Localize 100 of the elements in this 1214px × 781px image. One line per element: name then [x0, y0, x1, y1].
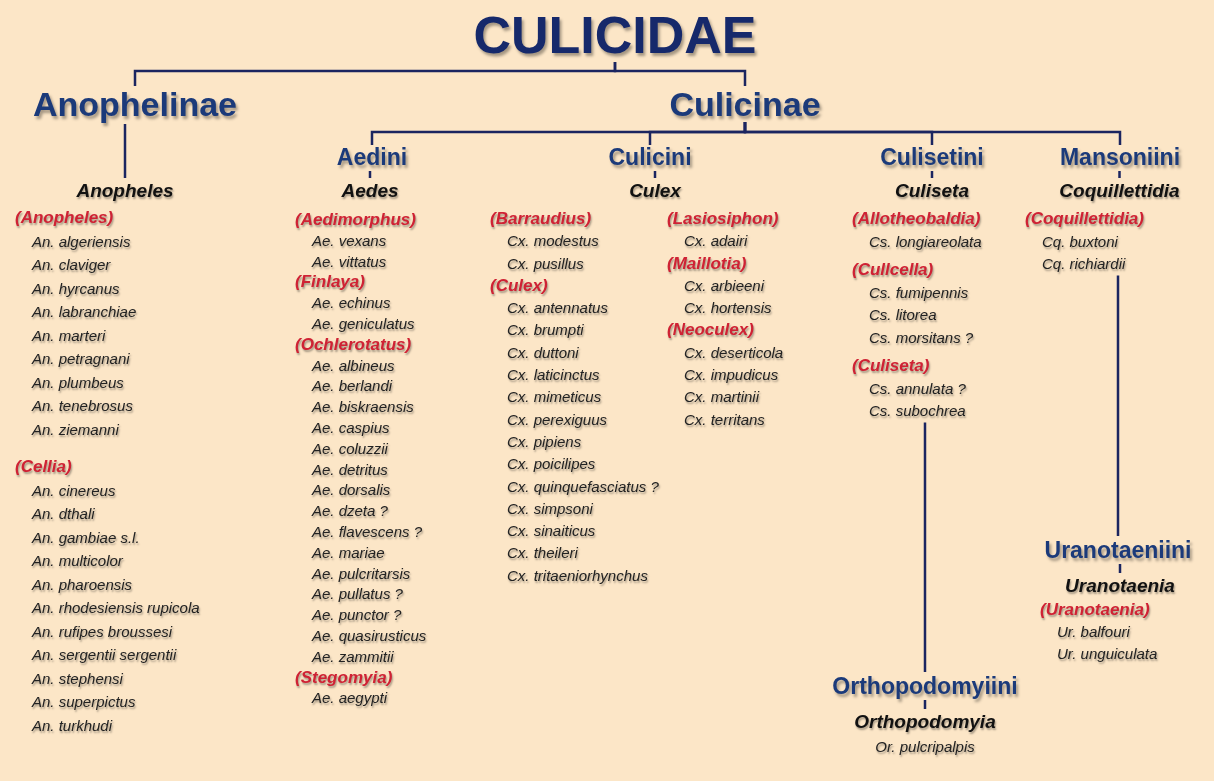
- species-name: Cx. impudicus: [684, 365, 779, 386]
- tree-connector: [923, 422, 927, 672]
- tree-connector: [743, 122, 1122, 145]
- tree-connector: [1118, 564, 1122, 573]
- species-name: An. stephensi: [32, 668, 123, 689]
- species-name: Cq. buxtoni: [1042, 231, 1118, 252]
- species-name: Ae. caspius: [312, 417, 390, 438]
- species-name: Ae. geniculatus: [312, 314, 415, 334]
- genus-name: Uranotaenia: [1065, 574, 1175, 598]
- species-name: Cx. tritaeniorhynchus: [507, 565, 648, 586]
- species-name: An. superpictus: [32, 692, 136, 712]
- species-name: Cq. richiardii: [1042, 254, 1126, 274]
- species-name: Ae. coluzzii: [312, 438, 388, 459]
- species-name: Cs. longiareolata: [869, 231, 982, 252]
- species-name: An. claviger: [32, 255, 111, 275]
- species-name: Cs. fumipennis: [869, 282, 969, 303]
- species-name: Cx. pusillus: [507, 253, 584, 274]
- species-name: An. marteri: [32, 325, 106, 346]
- subgenus-name: (Uranotaenia): [1040, 599, 1150, 621]
- tree-connector: [930, 171, 934, 178]
- tree-connector: [123, 124, 127, 178]
- species-name: Cx. brumpti: [507, 320, 584, 341]
- genus-name: Culex: [629, 179, 681, 203]
- tribe-name: Culicini: [608, 143, 692, 171]
- genus-name: Aedes: [341, 179, 399, 203]
- species-name: Ae. mariae: [312, 542, 385, 563]
- species-name: Cx. duttoni: [507, 342, 579, 363]
- species-name: Ur. balfouri: [1057, 622, 1130, 642]
- species-name: Ur. unguiculata: [1057, 644, 1158, 664]
- species-name: Cx. simpsoni: [507, 498, 593, 519]
- subgenus-name: (Finlaya): [295, 272, 365, 294]
- subgenus-name: (Stegomyia): [295, 667, 393, 689]
- subgenus-name: (Coquillettidia): [1025, 208, 1144, 230]
- species-name: Ae. zammitii: [312, 646, 394, 667]
- species-name: Cx. poicilipes: [507, 454, 596, 475]
- species-name: Cx. quinquefasciatus ?: [507, 476, 659, 497]
- genus-name: Anopheles: [76, 179, 174, 203]
- species-name: An. plumbeus: [32, 372, 124, 393]
- species-name: Ae. pulcritarsis: [312, 563, 411, 584]
- subgenus-name: (Cellia): [15, 456, 72, 478]
- species-name: Cx. sinaiticus: [507, 521, 596, 542]
- genus-name: Orthopodomyia: [854, 710, 996, 734]
- species-name: Cs. subochrea: [869, 401, 966, 421]
- subfamily-name: Anophelinae: [33, 84, 237, 124]
- species-name: An. dthali: [32, 504, 95, 524]
- species-name: Ae. aegypti: [312, 688, 388, 709]
- species-name: Cs. annulata ?: [869, 378, 966, 399]
- species-name: Cs. litorea: [869, 305, 937, 325]
- species-name: Or. pulcripalpis: [875, 737, 975, 757]
- subgenus-name: (Culex): [490, 274, 548, 297]
- tree-connector: [1118, 171, 1121, 178]
- genus-name: Coquillettidia: [1059, 179, 1180, 203]
- species-name: Cx. martinii: [684, 387, 759, 408]
- species-name: Cx. laticinctus: [507, 365, 600, 386]
- species-name: Ae. pullatus ?: [312, 584, 403, 605]
- species-name: Cs. morsitans ?: [869, 327, 974, 348]
- subgenus-name: (Neoculex): [667, 319, 754, 342]
- tree-connector: [923, 700, 927, 709]
- species-name: An. labranchiae: [32, 302, 137, 322]
- species-name: Cx. hortensis: [684, 298, 772, 319]
- species-name: Ae. quasirusticus: [312, 625, 427, 646]
- species-name: Ae. punctor ?: [312, 605, 402, 626]
- species-name: Cx. theileri: [507, 543, 578, 564]
- species-name: Ae. vexans: [312, 230, 387, 251]
- subgenus-name: (Cullcella): [852, 259, 934, 281]
- species-name: Cx. perexiguus: [507, 409, 608, 430]
- species-name: Ae. flavescens ?: [312, 521, 423, 542]
- species-name: An. pharoensis: [32, 574, 133, 595]
- species-name: Ae. dorsalis: [312, 480, 391, 501]
- species-name: Cx. antennatus: [507, 298, 608, 319]
- tree-connector: [653, 171, 657, 178]
- subgenus-name: (Aedimorphus): [295, 210, 416, 231]
- species-name: An. tenebrosus: [32, 396, 133, 416]
- species-name: An. gambiae s.l.: [32, 527, 140, 548]
- species-name: Cx. territans: [684, 409, 765, 430]
- tree-connector: [613, 62, 747, 86]
- species-name: Ae. biskraensis: [312, 397, 414, 418]
- species-name: An. turkhudi: [32, 715, 113, 736]
- species-name: Ae. echinus: [312, 293, 391, 314]
- tribe-name: Mansoniini: [1059, 143, 1181, 171]
- species-name: Cx. arbieeni: [684, 275, 765, 296]
- species-name: Ae. vittatus: [312, 251, 387, 272]
- species-name: Cx. mimeticus: [507, 387, 602, 408]
- genus-name: Culiseta: [895, 179, 969, 203]
- subgenus-name: (Ochlerotatus): [295, 334, 412, 356]
- species-name: An. sergentii sergentii: [32, 645, 177, 665]
- species-name: An. cinereus: [32, 480, 116, 501]
- species-name: An. rhodesiensis rupicola: [32, 598, 200, 618]
- subgenus-name: (Anopheles): [15, 207, 114, 229]
- subgenus-name: (Culiseta): [852, 355, 930, 377]
- subgenus-name: (Lasiosiphon): [667, 208, 779, 230]
- tree-connector: [1116, 275, 1120, 536]
- subgenus-name: (Maillotia): [667, 252, 747, 275]
- species-name: An. ziemanni: [32, 419, 119, 440]
- species-name: Cx. adairi: [684, 231, 748, 252]
- tribe-name: Aedini: [336, 143, 408, 171]
- species-name: Ae. detritus: [312, 459, 388, 480]
- family-name: CULICIDAE: [473, 6, 757, 64]
- tribe-name: Culisetini: [880, 143, 984, 171]
- species-name: An. hyrcanus: [32, 278, 120, 299]
